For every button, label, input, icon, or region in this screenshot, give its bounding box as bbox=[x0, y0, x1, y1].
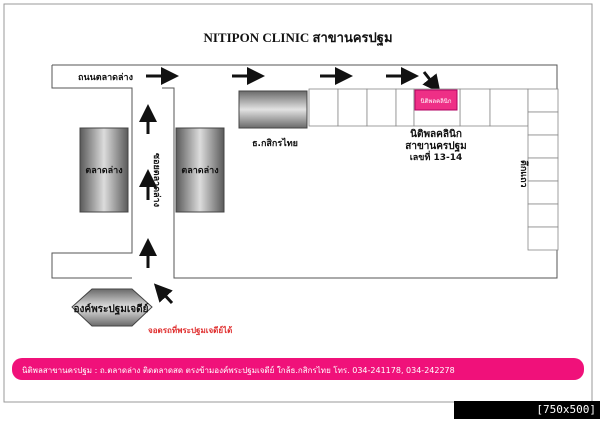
market-right-label: ตลาดล่าง bbox=[181, 165, 218, 176]
clinic-location-map: NITIPON CLINIC สาขานครปฐม ถนนตลาดล่าง ซอ… bbox=[3, 3, 593, 403]
market-right-building bbox=[175, 127, 225, 213]
arrow-diagonal-icon bbox=[153, 283, 174, 305]
road-vertical-label: ซอยตลาดล่าง bbox=[151, 153, 162, 207]
clinic-unit: เลขที่ 13-14 bbox=[410, 150, 463, 163]
road-network bbox=[51, 64, 558, 279]
clinic-name-line2: สาขานครปฐม bbox=[405, 140, 467, 152]
bank-label: ธ.กสิกรไทย bbox=[252, 137, 298, 149]
market-left-label: ตลาดล่าง bbox=[85, 165, 122, 176]
market-left-building bbox=[79, 127, 129, 213]
clinic-name-line1: นิติพลคลินิก bbox=[410, 128, 462, 140]
clinic-sign-text: นิติพลคลินิก bbox=[420, 98, 452, 105]
shophouse-row bbox=[308, 88, 559, 251]
direction-arrows bbox=[139, 67, 441, 305]
road-top-label: ถนนตลาดล่าง bbox=[78, 72, 133, 83]
footer-bar bbox=[12, 358, 584, 380]
pagoda-icon bbox=[71, 288, 153, 327]
watermark: [750x500] http://upic.me/ bbox=[454, 401, 600, 434]
bank-building bbox=[238, 90, 308, 129]
arrow-diagonal-icon bbox=[422, 71, 441, 94]
parking-note: จอดรถที่พระปฐมเจดีย์ได้ bbox=[148, 324, 232, 336]
map-title: NITIPON CLINIC สาขานครปฐม bbox=[203, 30, 392, 47]
clinic-sign-box bbox=[414, 89, 458, 111]
footer-text: นิติพลสาขานครปฐม : ถ.ตลาดล่าง ติดตลาดสด … bbox=[22, 365, 455, 375]
side-building-label: ตึกแถว bbox=[518, 160, 529, 188]
pagoda-label: องค์พระปฐมเจดีย์ bbox=[74, 303, 149, 315]
